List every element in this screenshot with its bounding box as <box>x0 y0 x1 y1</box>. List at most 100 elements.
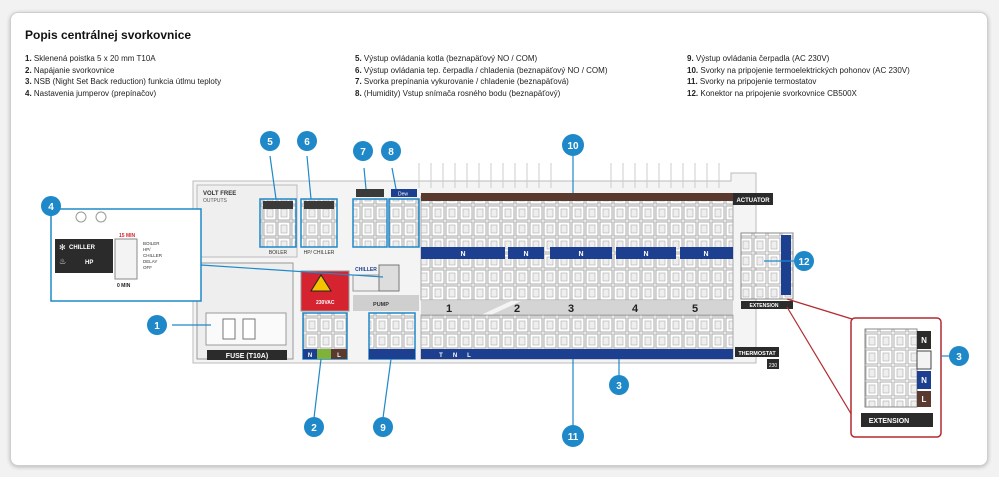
thermostat-badge: 230 <box>769 363 778 369</box>
thermo-terminal-l: L <box>467 353 471 359</box>
legend-item-2: 2. Napájanie svorkovnice <box>25 65 115 75</box>
boiler-label: BOILER <box>269 250 288 256</box>
callout-12: 12 <box>794 251 814 271</box>
callout-3-extension: 3 <box>949 346 969 366</box>
snowflake-icon: ✻ <box>59 243 66 252</box>
volt-free-label: VOLT FREE <box>203 191 236 197</box>
hp-chiller-label: HP/ CHILLER <box>304 250 335 256</box>
jumper-option-1: BOILER <box>143 241 160 246</box>
legend-item-9: 9. Výstup ovládania čerpadla (AC 230V) <box>687 54 830 63</box>
neutral-label-2: N <box>523 251 528 258</box>
callout-11: 11 <box>562 425 584 447</box>
callout-5: 5 <box>260 131 280 151</box>
actuator-label: ACTUATOR <box>736 198 770 204</box>
dew-label: Dew <box>398 192 408 198</box>
svg-text:3: 3 <box>956 352 962 363</box>
extension-terminal-3: L <box>922 395 927 404</box>
zone-number-3: 3 <box>568 303 574 315</box>
legend-column-1: 1. Sklenená poistka 5 x 20 mm T10A 2. Na… <box>25 53 221 99</box>
zone-number-4: 4 <box>632 303 639 315</box>
warning-icon <box>310 274 332 292</box>
callout-1: 1 <box>147 315 167 335</box>
neutral-label-3: N <box>578 251 583 258</box>
callout-6: 6 <box>297 131 317 151</box>
page-title: Popis centrálnej svorkovnice <box>25 28 192 42</box>
legend-item-11: 11. Svorky na pripojenie termostatov <box>687 77 817 86</box>
zone-number-2: 2 <box>514 303 520 315</box>
jumper-0min-label: 0 MIN <box>117 283 131 289</box>
svg-text:3: 3 <box>616 381 622 392</box>
switch-terminals <box>352 198 388 248</box>
legend-column-3: 9. Výstup ovládania čerpadla (AC 230V) 1… <box>687 53 910 99</box>
thermostat-label: THERMOSTAT <box>738 351 776 357</box>
zone-strip <box>421 301 733 315</box>
chiller-relay-label: CHILLER <box>355 267 377 273</box>
svg-text:11: 11 <box>568 432 579 443</box>
callout-9: 9 <box>373 417 393 437</box>
fuse-label: FUSE (T10A) <box>226 353 268 360</box>
legend-item-12: 12. Konektor na pripojenie svorkovnice C… <box>687 88 857 98</box>
svg-text:9: 9 <box>380 423 386 434</box>
jumper-option-3: CHILLER <box>143 253 163 258</box>
neutral-label-1: N <box>460 251 465 258</box>
jumper-hp-label: HP <box>85 260 93 266</box>
jumper-leader <box>200 264 384 278</box>
thermostat-bottom-labels <box>421 349 733 359</box>
extension-terminal-2: N <box>921 376 927 385</box>
dew-terminals <box>388 198 420 248</box>
neutral-label-4: N <box>643 251 648 258</box>
extension-label-zoom: EXTENSION <box>869 418 909 425</box>
legend-item-4: 4. Nastavenia jumperov (prepínačov) <box>25 88 157 98</box>
svg-text:4: 4 <box>48 202 54 213</box>
svg-text:6: 6 <box>304 137 310 148</box>
legend-column-2: 5. Výstup ovládania kotla (beznapäťový N… <box>355 53 607 99</box>
power-terminal-l: L <box>337 353 341 359</box>
svg-text:5: 5 <box>267 137 273 148</box>
neutral-bars <box>421 247 733 259</box>
svg-text:12: 12 <box>798 257 810 268</box>
extension-label-small: EXTENSION <box>750 303 779 309</box>
svg-text:1: 1 <box>154 321 160 332</box>
jumper-option-4: DELAY <box>143 259 157 264</box>
jumper-option-5: OFF <box>143 265 152 270</box>
extension-terminal-1: N <box>921 336 927 345</box>
voltage-label: 230VAC <box>316 300 335 306</box>
power-terminal-n: N <box>308 353 312 359</box>
legend-item-8: 8. (Humidity) Vstup snímača rosného bodu… <box>355 88 561 98</box>
thermo-terminal-n: N <box>453 353 457 359</box>
zone-number-1: 1 <box>446 303 452 315</box>
zone-number-5: 5 <box>692 303 698 315</box>
pump-label: PUMP <box>373 302 389 308</box>
legend-item-1: 1. Sklenená poistka 5 x 20 mm T10A <box>25 54 156 63</box>
svg-text:8: 8 <box>388 147 394 158</box>
leader-lines <box>172 155 951 435</box>
board-diagram: FUSE (T10A) VOLT FREE OUTPUTS BOILER HP/… <box>41 131 969 447</box>
callout-2: 2 <box>304 417 324 437</box>
svg-text:7: 7 <box>360 147 366 158</box>
svg-text:10: 10 <box>567 141 579 152</box>
flame-icon: ♨ <box>59 257 66 266</box>
svg-text:2: 2 <box>311 423 317 434</box>
legend-item-5: 5. Výstup ovládania kotla (beznapäťový N… <box>355 54 538 63</box>
jumper-chiller-label: CHILLER <box>69 245 96 251</box>
callout-7: 7 <box>353 141 373 161</box>
board-ribs <box>418 163 720 188</box>
legend-item-6: 6. Výstup ovládania tep. čerpadla / chla… <box>355 65 608 75</box>
callout-4: 4 <box>41 196 61 216</box>
callout-badges: 5 6 7 8 10 4 1 2 9 11 3 12 3 <box>41 131 969 447</box>
relay <box>378 264 400 292</box>
thermo-terminal-t: T <box>439 353 443 359</box>
callout-10: 10 <box>562 134 584 156</box>
legend-item-7: 7. Svorka prepínania vykurovanie / chlad… <box>355 77 569 86</box>
outputs-label: OUTPUTS <box>203 198 228 204</box>
actuator-bar <box>421 193 733 201</box>
jumper-option-2: HP/ <box>143 247 151 252</box>
fuse <box>222 318 236 340</box>
neutral-label-5: N <box>703 251 708 258</box>
jumper-15min-label: 15 MIN <box>119 233 136 239</box>
diagram-frame: Popis centrálnej svorkovnice 1. Sklenená… <box>10 12 988 466</box>
legend-item-10: 10. Svorky na pripojenie termoelektrický… <box>687 65 910 75</box>
legend-item-3: 3. NSB (Night Set Back reduction) funkci… <box>25 77 222 86</box>
callout-8: 8 <box>381 141 401 161</box>
callout-3-board: 3 <box>609 375 629 395</box>
